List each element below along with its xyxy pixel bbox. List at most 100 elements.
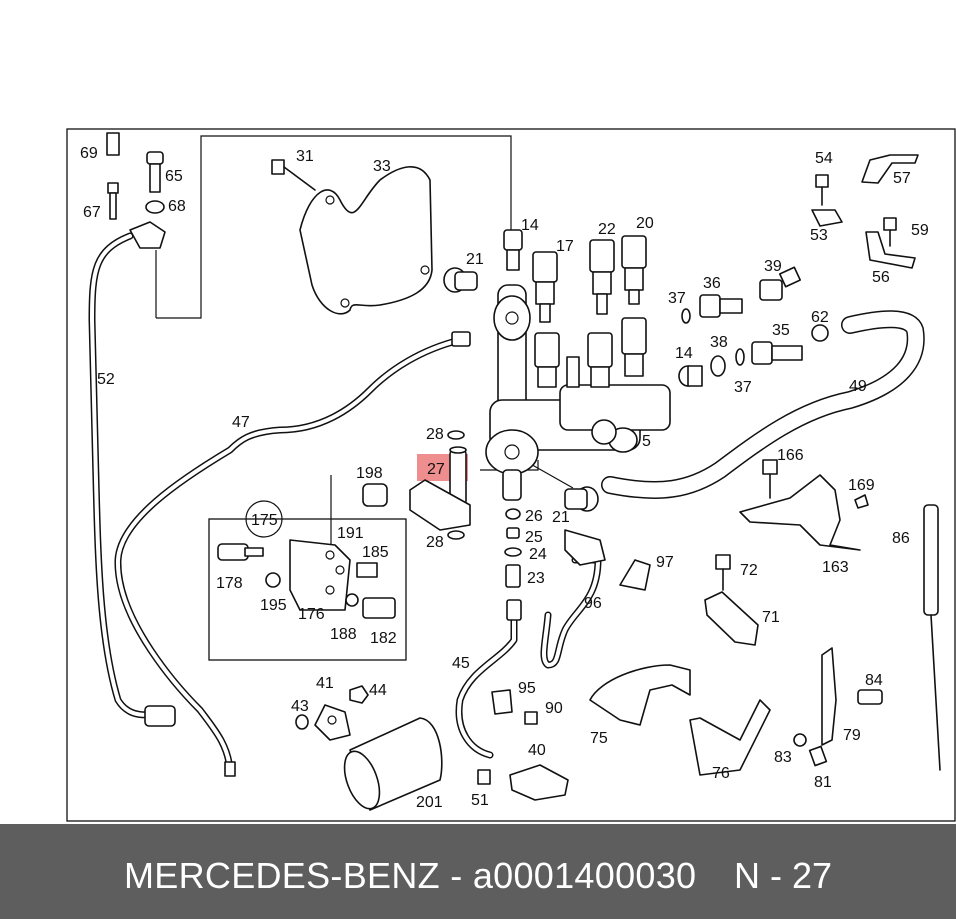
valve-block-5 [485, 284, 671, 501]
bracket-163 [739, 459, 861, 551]
seal-38 [710, 355, 726, 377]
label-38: 38 [710, 334, 728, 351]
label-33: 33 [373, 158, 391, 175]
part-27-sleeve [449, 446, 467, 506]
label-20: 20 [636, 215, 654, 232]
label-22: 22 [598, 221, 616, 238]
fitting-21-bottom [564, 486, 599, 512]
fitting-35 [735, 341, 803, 366]
label-41: 41 [316, 675, 334, 692]
fitting-96-top [564, 529, 606, 566]
plug-14-top [503, 229, 523, 271]
label-59: 59 [911, 222, 929, 239]
seal-28-bottom [447, 530, 465, 540]
line-96 [540, 556, 602, 669]
label-57: 57 [893, 170, 911, 187]
footer-bar: MERCEDES-BENZ - a0001400030 N - 27 [0, 824, 956, 919]
sensor-22 [589, 239, 615, 315]
label-28-top: 28 [426, 426, 444, 443]
label-21-top: 21 [466, 251, 484, 268]
part-labels: 69 65 67 68 31 33 14 21 17 22 20 54 57 5… [80, 145, 929, 811]
label-40: 40 [528, 742, 546, 759]
label-51: 51 [471, 792, 489, 809]
label-53: 53 [810, 227, 828, 244]
label-195: 195 [260, 597, 287, 614]
bracket-27 [409, 479, 471, 531]
label-166: 166 [777, 447, 804, 464]
label-188: 188 [330, 626, 357, 643]
label-90: 90 [545, 700, 563, 717]
bolts-54-59 [815, 174, 897, 247]
label-79: 79 [843, 727, 861, 744]
parts-41-44 [295, 685, 369, 741]
plug-198 [362, 483, 388, 507]
label-178: 178 [216, 575, 243, 592]
label-68: 68 [168, 198, 186, 215]
label-14-top: 14 [521, 217, 539, 234]
label-97: 97 [656, 554, 674, 571]
sensor-20 [621, 235, 647, 305]
hose-49-inner [602, 311, 924, 498]
label-43: 43 [291, 698, 309, 715]
cover-33-hole-c [340, 298, 350, 308]
label-69: 69 [80, 145, 98, 162]
label-39: 39 [764, 258, 782, 275]
label-28-bottom: 28 [426, 534, 444, 551]
label-169: 169 [848, 477, 875, 494]
plug-14-right [678, 365, 703, 387]
label-96: 96 [584, 595, 602, 612]
label-65: 65 [165, 168, 183, 185]
bolt-31 [271, 159, 316, 191]
label-175: 175 [251, 512, 278, 529]
label-198: 198 [356, 465, 383, 482]
label-21-bottom: 21 [552, 509, 570, 526]
fitting-36 [681, 294, 743, 324]
label-37-bottom: 37 [734, 379, 752, 396]
leader-box-top [156, 135, 512, 319]
label-54: 54 [815, 150, 833, 167]
label-76: 76 [712, 765, 730, 782]
label-24: 24 [529, 546, 547, 563]
pipe-52 [88, 232, 174, 719]
label-47: 47 [232, 414, 250, 431]
subassembly-box-175 [208, 518, 407, 661]
line-96-inner [541, 558, 600, 667]
bracket-75 [589, 664, 691, 726]
parts-95-90-40-51 [477, 689, 569, 801]
parts-65-69 [106, 132, 166, 249]
pipe-47-inner [115, 338, 462, 772]
label-83: 83 [774, 749, 792, 766]
cover-33-hole-a [325, 195, 335, 205]
bracket-71 [704, 554, 759, 646]
strut-86 [923, 504, 941, 771]
clip-169 [854, 494, 869, 509]
label-56: 56 [872, 269, 890, 286]
pipe-52-inner [90, 234, 172, 717]
sensor-17 [532, 251, 558, 323]
label-75: 75 [590, 730, 608, 747]
line-45 [455, 601, 518, 759]
clip-62 [811, 324, 829, 342]
label-49: 49 [849, 378, 867, 395]
label-52: 52 [97, 371, 115, 388]
part-number-title: MERCEDES-BENZ - a0001400030 [124, 855, 697, 896]
label-86: 86 [892, 530, 910, 547]
label-191: 191 [337, 525, 364, 542]
sensors-lower [534, 317, 647, 388]
label-67: 67 [83, 204, 101, 221]
label-31: 31 [296, 148, 314, 165]
label-35: 35 [772, 322, 790, 339]
line-45-nut [506, 599, 522, 621]
label-201: 201 [416, 794, 443, 811]
pipe-52-fitting [144, 705, 176, 727]
pipe-47-bottom-fitting [224, 761, 236, 777]
line-45-inner [457, 603, 516, 757]
diagram-reference: N - 27 [734, 855, 833, 896]
label-44: 44 [369, 682, 387, 699]
diagram-frame [66, 128, 956, 822]
label-84: 84 [865, 672, 883, 689]
bracket-57 [861, 154, 919, 184]
label-62: 62 [811, 309, 829, 326]
label-176: 176 [298, 606, 325, 623]
